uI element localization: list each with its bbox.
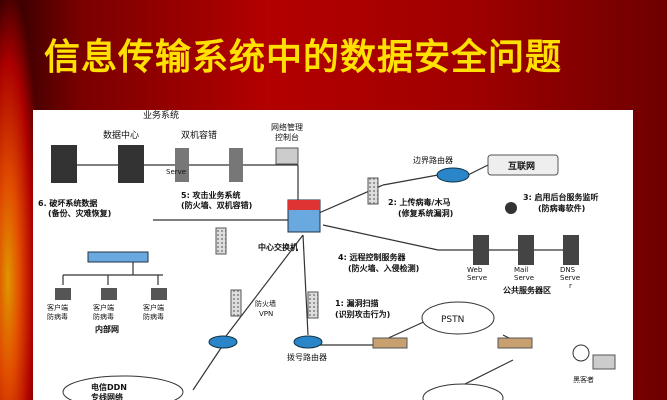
serve-label: Serve [166, 168, 186, 176]
data-center-label: 数据中心 [103, 129, 139, 141]
router-icon [208, 335, 238, 349]
dns-label-2: Serve [560, 274, 580, 282]
client-label: 客户端 [143, 303, 164, 312]
switch-top-icon [288, 200, 320, 210]
cloud-icon [422, 383, 504, 400]
antivirus-label: 防病毒 [143, 312, 164, 321]
public-zone-label: 公共服务器区 [503, 285, 551, 295]
mail-server-icon [518, 235, 534, 265]
core-switch-label: 中心交换机 [258, 242, 298, 252]
hacker-icon [572, 344, 590, 362]
threat-1-label: 1: 漏洞扫描 [335, 298, 379, 308]
server-tower-icon [175, 148, 189, 182]
client-pc-icon [55, 288, 71, 300]
web-server-icon [473, 235, 489, 265]
threat-2-label: 2: 上传病毒/木马 [388, 197, 450, 207]
threat-2-detail: (修复系统漏洞) [398, 208, 453, 218]
ddn-label-1: 电信DDN [91, 382, 127, 392]
firewall-vpn-icon [230, 289, 242, 317]
monitor-icon [275, 147, 299, 165]
antivirus-label: 防病毒 [93, 312, 114, 321]
mail-label-2: Serve [514, 274, 534, 282]
modem-icon [372, 337, 408, 349]
threat-3-label: 3: 启用后台服务监听 [523, 192, 599, 202]
switch-icon [87, 251, 149, 263]
router-icon [436, 167, 470, 183]
dialup-router-icon [293, 335, 323, 349]
client-pc-icon [151, 288, 167, 300]
net-mgmt-label-1: 网络管理 [271, 122, 303, 132]
business-system-label: 业务系统 [143, 110, 179, 121]
client-pc-icon [101, 288, 117, 300]
firewall-label: 防火墙 [255, 299, 276, 308]
ddn-cloud-icon [62, 375, 184, 400]
modem-icon [497, 337, 533, 349]
threat-4-label: 4: 远程控制服务器 [338, 252, 407, 262]
network-diagram: 业务系统 数据中心 双机容错 网络管理 控制台 Serve 6. 破坏系统数据 … [33, 110, 633, 400]
internet-box [487, 154, 559, 176]
dns-server-icon [563, 235, 579, 265]
threat-4-detail: (防火墙、入侵检测) [348, 263, 419, 273]
net-mgmt-label-2: 控制台 [275, 132, 299, 142]
dialup-router-label: 拨号路由器 [287, 352, 327, 362]
pstn-cloud-icon [421, 301, 495, 335]
server-rack-icon [118, 145, 144, 183]
intranet-label: 内部网 [95, 324, 119, 334]
mail-label-1: Mail [514, 266, 528, 274]
hacker-pc-icon [592, 354, 616, 370]
threat-6-detail: (备份、灾难恢复) [48, 208, 111, 218]
dns-label-1: DNS [560, 266, 576, 274]
border-router-label: 边界路由器 [413, 155, 453, 165]
web-label-1: Web [467, 266, 483, 274]
skull-icon [505, 202, 517, 214]
diagram-canvas: 业务系统 数据中心 双机容错 网络管理 控制台 Serve 6. 破坏系统数据 … [38, 110, 616, 400]
firewall-icon [215, 227, 227, 255]
internet-label: 互联网 [508, 160, 535, 172]
threat-5-detail: (防火墙、双机容错) [181, 200, 252, 210]
firewall-icon [307, 291, 319, 319]
ddn-label-2: 专线网络 [91, 392, 123, 400]
threat-5-label: 5: 攻击业务系统 [181, 190, 241, 200]
hacker-label: 黑客者 [573, 375, 594, 384]
threat-6-label: 6. 破坏系统数据 [38, 198, 97, 208]
server-rack-icon [51, 145, 77, 183]
pstn-label: PSTN [441, 315, 464, 325]
client-label: 客户端 [47, 303, 68, 312]
server-tower-icon [229, 148, 243, 182]
firewall-icon [367, 177, 379, 205]
threat-3-detail: (防病毒软件) [538, 203, 585, 213]
client-label: 客户端 [93, 303, 114, 312]
antivirus-label: 防病毒 [47, 312, 68, 321]
web-label-2: Serve [467, 274, 487, 282]
dual-backup-label: 双机容错 [181, 129, 217, 141]
threat-1-detail: (识别攻击行为) [335, 309, 390, 319]
dns-label-3: r [569, 282, 572, 290]
vpn-label: VPN [259, 310, 273, 318]
slide-title: 信息传输系统中的数据安全问题 [44, 36, 563, 78]
